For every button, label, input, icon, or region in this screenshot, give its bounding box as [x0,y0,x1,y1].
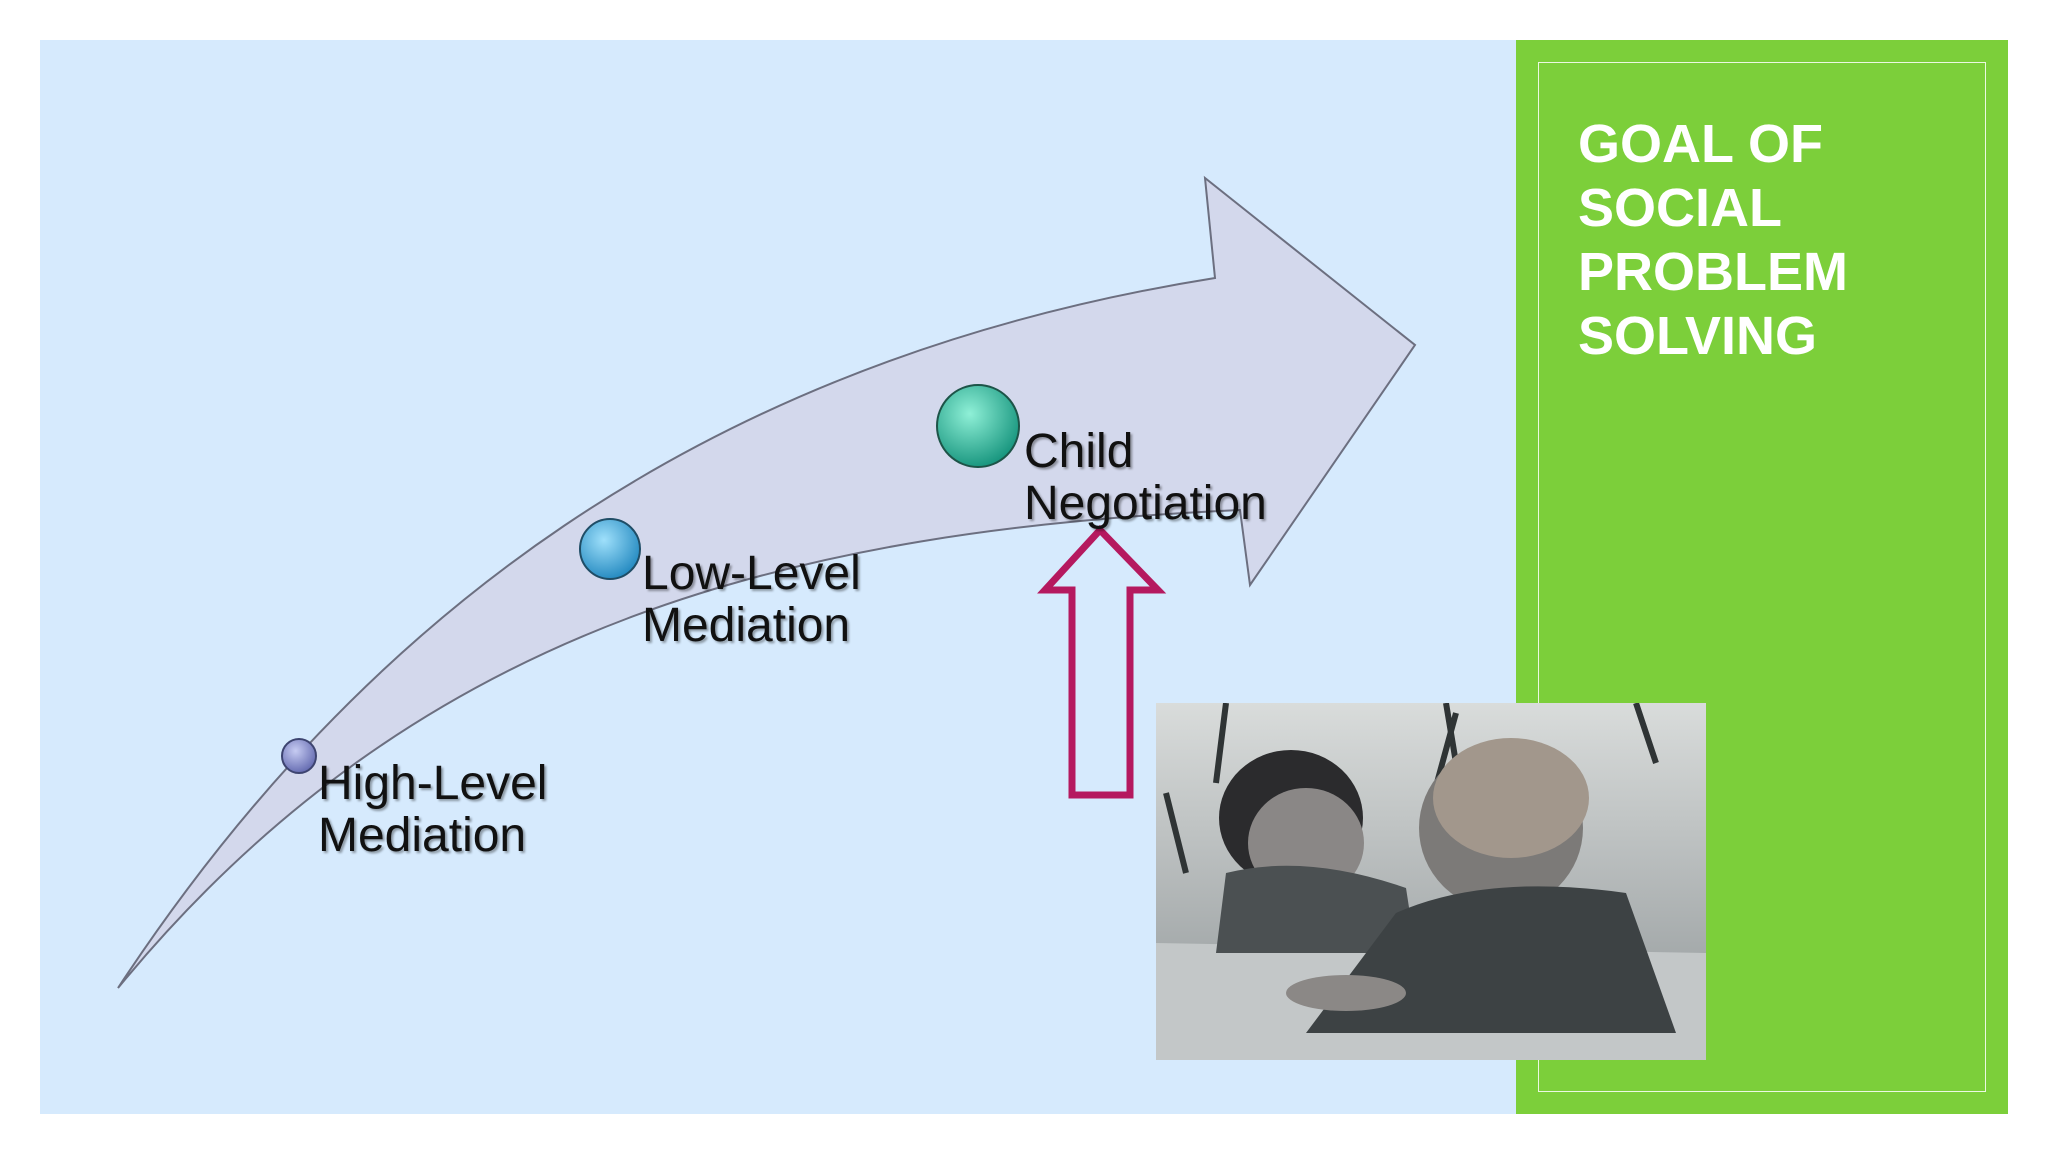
curved-progress-arrow [117,175,1417,989]
step-marker-high-level [281,738,317,774]
slide-title: GOAL OF SOCIAL PROBLEM SOLVING [1578,114,1848,366]
step-label-child-negotiation: Child Negotiation [1024,425,1267,530]
step-label-low-level: Low-Level Mediation [642,547,861,652]
step-marker-child-negotiation [936,384,1020,468]
step-marker-low-level [579,518,641,580]
title-panel: GOAL OF SOCIAL PROBLEM SOLVING [1516,40,2008,1114]
children-photo [1156,703,1706,1060]
step-label-high-level: High-Level Mediation [318,757,548,862]
photo-illustration [1156,703,1706,1060]
title-frame [1538,62,1986,1092]
highlight-up-arrow [1037,524,1167,799]
